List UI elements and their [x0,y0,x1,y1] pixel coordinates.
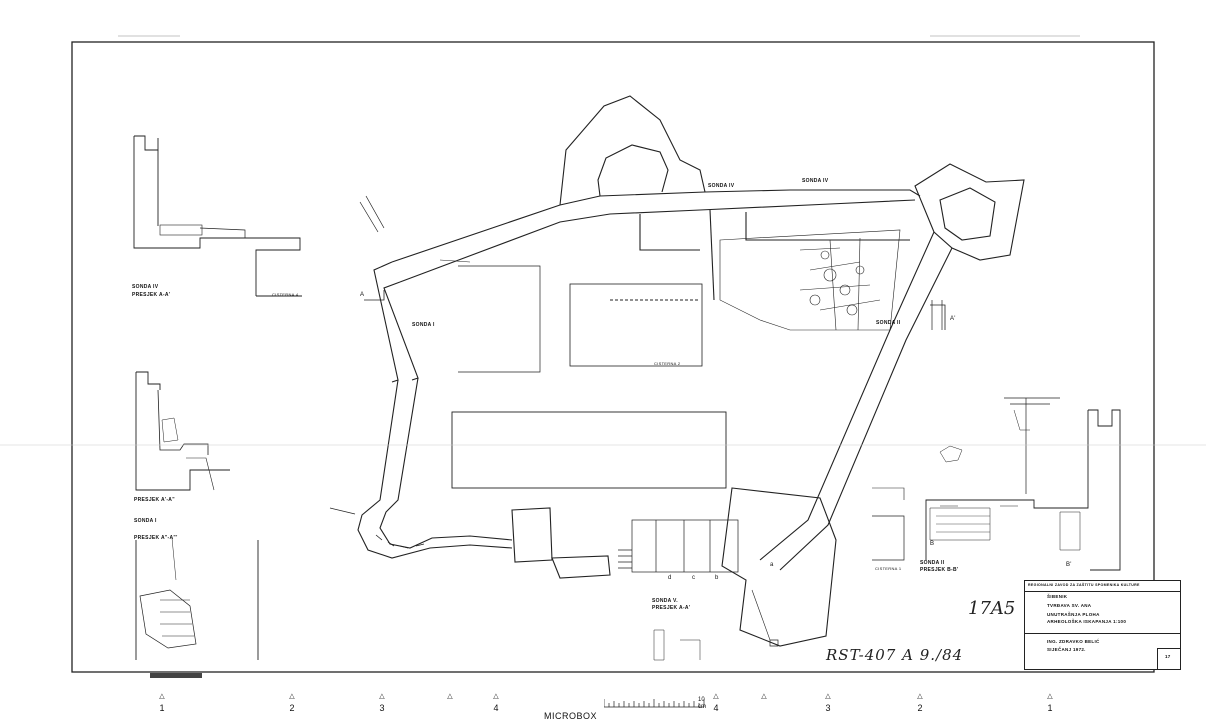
inner-building [451,411,727,489]
presjek-a2-a3-label: PRESJEK A"-A"' [134,535,178,541]
microbox-brand: MICROBOX [544,711,598,721]
film-tick-left-4: △4 [493,693,499,713]
title-sheet-box: 17 [1157,648,1180,669]
plan-presjek-a-av: PRESJEK A-A' [652,605,691,611]
sonda-iv-label: SONDA IV [132,284,159,290]
title-survey: ARHEOLOŠKA ISKAPANJA 1:100 [1047,619,1127,624]
letter-a: a [770,562,774,568]
title-city: ŠIBENIK [1047,594,1068,599]
paved-area [719,229,901,331]
film-edge-mark [150,673,202,678]
film-tick-right-2: △2 [917,693,923,713]
right-presjek-b-label: PRESJEK B-B' [920,567,959,573]
fortress-walls [329,95,1025,647]
plan-sonda-ii: SONDA II [876,320,901,326]
plan-cisterna-1: CISTERNA 1 [875,566,902,571]
presjek-a-a-label: PRESJEK A-A' [132,292,171,298]
title-author: ING. ZDRAVKO BELIĆ [1047,639,1100,644]
plan-sonda-v: SONDA V. [652,598,678,604]
scale-ruler [604,699,705,708]
plan-sonda-i: SONDA I [412,322,435,328]
letter-d: d [668,575,672,581]
film-tick-left-3: △3 [379,693,385,713]
film-strip: △1 △2 △3 △ △4 △4 △ △3 △2 △1 [0,685,1206,720]
handwritten-archive-number: RST-407 A 9./84 [826,646,964,664]
title-subtitle: UNUTRAŠNJA PLOHA [1047,612,1100,617]
letter-B-prime: B' [1066,562,1072,568]
film-tick-right-1: △1 [1047,693,1053,713]
letter-b: b [715,575,719,581]
film-tick-right-3: △3 [825,693,831,713]
plan-cisterna-2: CISTERNA 2 [654,361,681,366]
plan-sonda-iv-2: SONDA IV [802,178,829,184]
letter-B: B [930,541,935,547]
ruler-end-label: 10 [698,697,705,703]
title-date: SIJEČANJ 1972. [1047,647,1086,652]
plan-cisterna-4: CISTERNA 4 [272,292,299,297]
film-tick-left-1: △1 [159,693,165,713]
letter-c: c [692,575,696,581]
sonda-i-label: SONDA I [134,518,157,524]
sonda-v-trench [618,519,739,573]
letter-A-prime: A' [950,316,956,322]
title-sheet-no: 17 [1165,654,1171,659]
presjek-a-a2-label: PRESJEK A'-A" [134,497,175,503]
plan-sonda-iv-1: SONDA IV [708,183,735,189]
left-section-drawings [133,135,302,660]
film-tick-right-4: △4 [713,693,719,713]
film-tick-right-extra: △ [761,693,767,700]
letter-A: A [360,292,365,298]
title-block: REGIONALNI ZAVOD ZA ZAŠTITU SPOMENIKA KU… [1024,580,1181,670]
film-tick-left-2: △2 [289,693,295,713]
title-institution: REGIONALNI ZAVOD ZA ZAŠTITU SPOMENIKA KU… [1028,583,1140,587]
ruler-unit-label: cm [698,704,706,710]
film-tick-left-extra: △ [447,693,453,700]
handwritten-code: 17A5 [968,598,1016,619]
title-object: TVRĐAVA SV. ANA [1047,603,1092,608]
right-section-drawing [872,397,1121,571]
drawing-border [71,41,1155,673]
right-sonda-ii-label: SONDA II [920,560,945,566]
